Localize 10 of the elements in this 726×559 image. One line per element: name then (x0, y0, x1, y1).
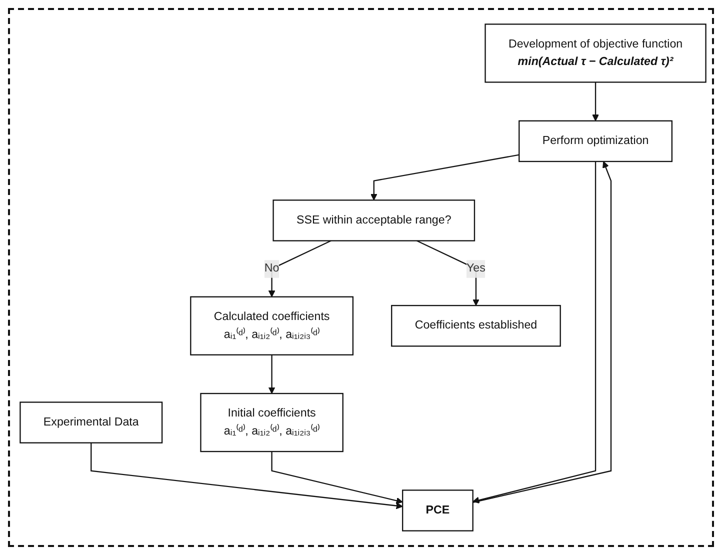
process-box: Initial coefficients aᵢ₁⁽ᵈ⁾, aᵢ₁ᵢ₂⁽ᵈ⁾, aᵢ₁ᵢ₂ᵢ₃⁽ᵈ⁾ (200, 392, 344, 452)
process-box: Experimental Data (20, 402, 163, 444)
process-box: PCE (402, 490, 474, 532)
edge-label: Yes (466, 260, 486, 278)
process-box: Development of objective function min(Actual τ − Calculated τ)² (484, 24, 706, 83)
process-box: Calculated coefficients aᵢ₁⁽ᵈ⁾, aᵢ₁ᵢ₂⁽ᵈ⁾, aᵢ₁ᵢ₂ᵢ₃⁽ᵈ⁾ (190, 296, 354, 356)
edge-label: No (264, 260, 280, 278)
process-box: Perform optimization (518, 120, 673, 162)
process-box: SSE within acceptable range? (272, 200, 476, 242)
process-box: Coefficients established (391, 304, 561, 347)
